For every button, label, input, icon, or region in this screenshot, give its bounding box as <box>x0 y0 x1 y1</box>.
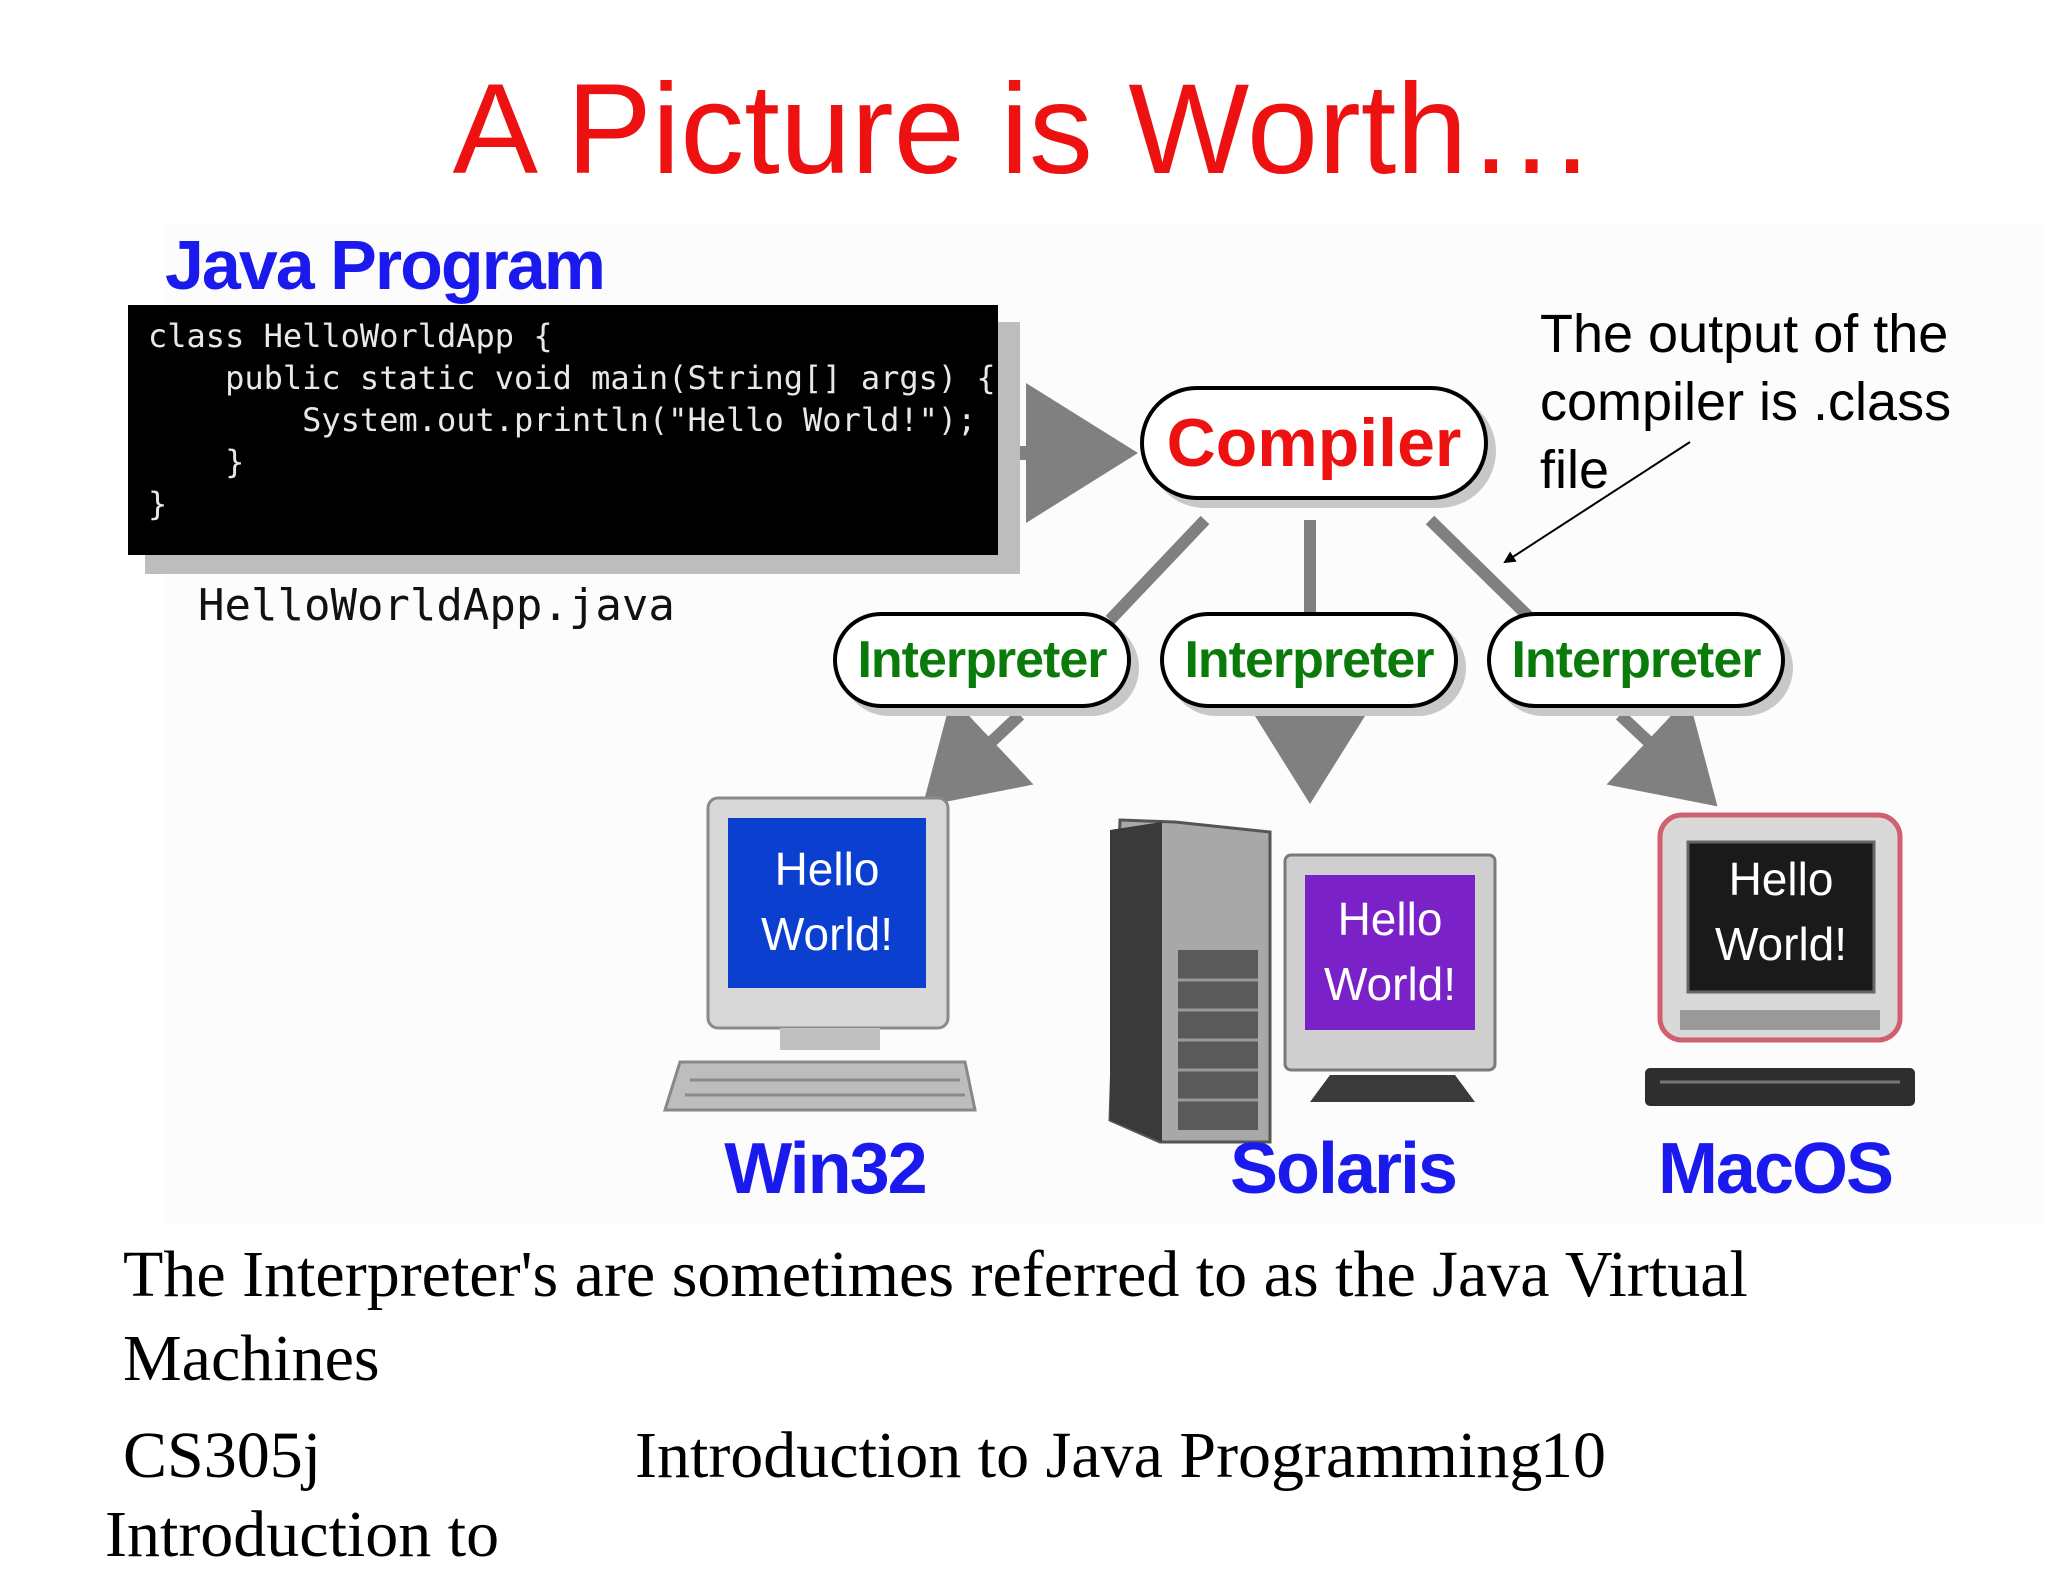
arrow-compiler-to-interp1 <box>1110 520 1205 620</box>
arrow-interp3-to-macos <box>1620 715 1700 790</box>
footer-course-title: Introduction to Java Programming <box>635 1418 1542 1494</box>
footer-page-number: 10 <box>1540 1418 1606 1494</box>
platform-label-solaris: Solaris <box>1183 1128 1503 1210</box>
footer-cutoff-text: Introduction to <box>105 1500 499 1570</box>
platform-label-macos: MacOS <box>1615 1128 1935 1210</box>
compiler-node: Compiler <box>1140 386 1488 500</box>
note-line: file <box>1540 436 1951 504</box>
platform-label-win32: Win32 <box>665 1128 985 1210</box>
solaris-screen-line2: World! <box>1324 958 1456 1010</box>
arrow-compiler-to-interp3 <box>1430 520 1530 618</box>
compiler-output-note: The output of the compiler is .class fil… <box>1540 300 1951 504</box>
interpreter-node-1: Interpreter <box>833 612 1131 708</box>
macos-screen-line2: World! <box>1715 918 1847 970</box>
win32-computer-icon: Hello World! <box>665 798 975 1110</box>
macos-computer-icon: Hello World! <box>1645 815 1915 1106</box>
arrow-interp1-to-win32 <box>940 715 1020 790</box>
win32-screen-line1: Hello <box>775 843 880 895</box>
note-line: The output of the <box>1540 300 1951 368</box>
interpreter-node-3: Interpreter <box>1487 612 1785 708</box>
footer-course: CS305j <box>123 1418 321 1494</box>
solaris-screen-line1: Hello <box>1338 893 1443 945</box>
note-line: compiler is .class <box>1540 368 1951 436</box>
win32-screen-line2: World! <box>761 908 893 960</box>
slide-caption: The Interpreter's are sometimes referred… <box>123 1233 1883 1401</box>
macos-screen-line1: Hello <box>1729 853 1834 905</box>
interpreter-node-2: Interpreter <box>1160 612 1458 708</box>
solaris-computer-icon: Hello World! <box>1110 820 1495 1142</box>
